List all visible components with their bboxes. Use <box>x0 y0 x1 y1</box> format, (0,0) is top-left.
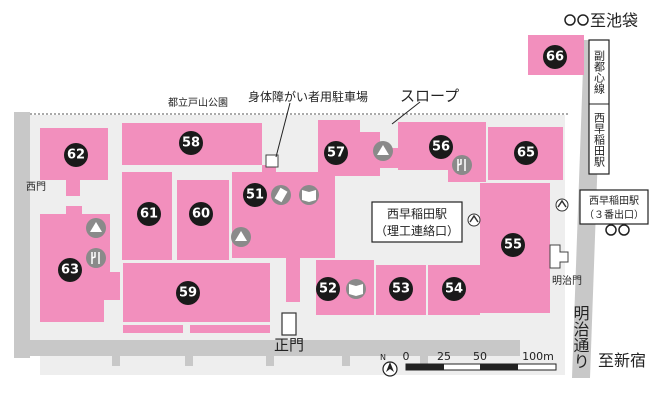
building-65-number: 65 <box>517 146 535 161</box>
train-icon-exit3 <box>605 224 630 236</box>
store-icon-63 <box>86 218 106 238</box>
badge-55: 55 <box>501 233 525 257</box>
building-54-number: 54 <box>445 282 463 297</box>
facility-icons <box>86 141 472 299</box>
accessible-parking-label: 身体障がい者用駐車場 <box>248 89 368 104</box>
fukutoshin-line-box: 副都心線 西早稲田駅 <box>588 39 610 175</box>
building-53-number: 53 <box>392 282 410 297</box>
meiji-gate-label: 明治門 <box>552 274 582 287</box>
main-gate-booth <box>281 312 297 336</box>
subway-icon-exit3 <box>555 198 569 212</box>
scale-bar: 0 25 50 100m <box>403 350 557 371</box>
west-gate-label: 西門 <box>26 181 46 193</box>
store-icon-57 <box>373 141 393 161</box>
building-51-number: 51 <box>246 188 264 203</box>
badge-56: 56 <box>429 135 453 159</box>
meiji-dori-label: 明治通り <box>571 305 590 369</box>
west-road <box>14 112 30 358</box>
subway-icon-riko <box>467 213 481 227</box>
main-gate-label: 正門 <box>274 336 304 354</box>
building-59-number: 59 <box>179 286 197 301</box>
to-ikebukuro-label: 至池袋 <box>590 11 638 30</box>
train-icon-ikebukuro <box>564 14 589 26</box>
south-road <box>14 340 520 356</box>
building-62-number: 62 <box>67 148 85 163</box>
station-exit-3-sub: （３番出口） <box>584 208 644 221</box>
parking-marker <box>265 154 279 168</box>
building-badges: 62 58 61 60 63 59 51 57 56 65 55 52 53 5… <box>58 45 567 305</box>
scale-tick-0: 0 <box>403 350 410 363</box>
badge-63: 63 <box>58 258 82 282</box>
badge-51: 51 <box>243 183 267 207</box>
badge-66: 66 <box>543 45 567 69</box>
building-60-number: 60 <box>192 207 210 222</box>
building-61-number: 61 <box>140 207 158 222</box>
store-icon-51 <box>231 227 251 247</box>
badge-53: 53 <box>389 277 413 301</box>
fukutoshin-line-label: 副都心線 <box>593 50 606 94</box>
meiji-gate-shape <box>549 244 569 269</box>
toyama-park-label: 都立戸山公園 <box>168 96 228 109</box>
badge-62: 62 <box>64 143 88 167</box>
nishi-waseda-station-label: 西早稲田駅 <box>593 112 606 168</box>
building-56-number: 56 <box>432 140 450 155</box>
gate-posts <box>112 356 428 366</box>
scale-tick-50: 50 <box>473 350 487 363</box>
slope-label: スロープ <box>400 87 459 105</box>
badge-65: 65 <box>514 141 538 165</box>
to-shinjuku-label: 至新宿 <box>598 351 646 370</box>
station-exit-3-box: 西早稲田駅 （３番出口） <box>579 189 649 225</box>
building-57-number: 57 <box>327 146 345 161</box>
building-66-number: 66 <box>546 50 564 65</box>
buildings <box>40 35 584 333</box>
building-59-annex-b <box>190 325 270 333</box>
badge-57: 57 <box>324 141 348 165</box>
building-55-number: 55 <box>504 238 522 253</box>
north-arrow: N <box>380 353 398 377</box>
station-riko-name: 西早稲田駅 <box>387 207 447 221</box>
building-58-number: 58 <box>182 136 200 151</box>
badge-58: 58 <box>179 131 203 155</box>
building-52-number: 52 <box>319 282 337 297</box>
dining-icon-63 <box>86 248 106 268</box>
parking-leader <box>275 102 291 158</box>
book-icon-52 <box>346 279 366 299</box>
building-51-connector <box>262 165 276 175</box>
book-icon-51 <box>299 185 319 205</box>
station-riko-sub: （理工連絡口） <box>375 223 459 238</box>
badge-59: 59 <box>176 281 200 305</box>
slope-leader <box>391 101 421 125</box>
north-label: N <box>380 353 386 362</box>
building-59-annex-a <box>123 325 183 333</box>
badge-61: 61 <box>137 202 161 226</box>
scale-tick-25: 25 <box>437 350 451 363</box>
badge-54: 54 <box>442 277 466 301</box>
building-63-number: 63 <box>61 263 79 278</box>
badge-60: 60 <box>189 202 213 226</box>
dining-icon-56 <box>452 155 472 175</box>
badge-52: 52 <box>316 277 340 301</box>
scale-tick-100m: 100m <box>522 350 554 363</box>
atm-icon-51 <box>271 185 291 205</box>
station-riko-box: 西早稲田駅 （理工連絡口） <box>371 201 463 243</box>
station-exit-3-name: 西早稲田駅 <box>589 195 639 207</box>
